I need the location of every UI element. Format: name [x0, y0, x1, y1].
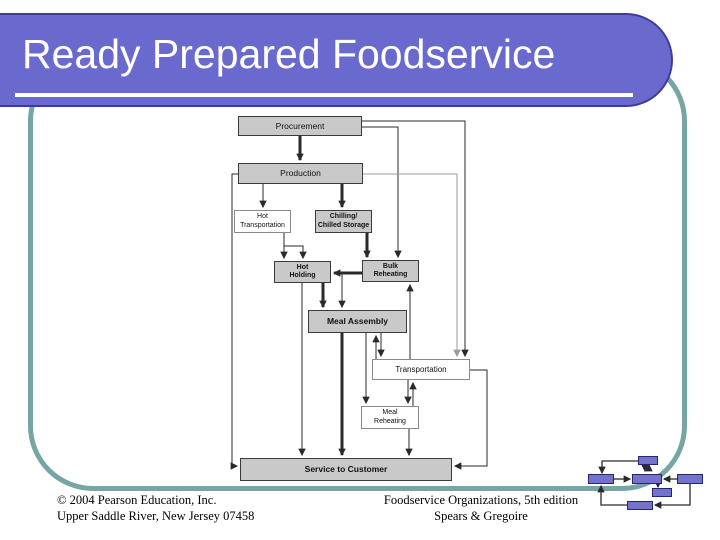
footer-copyright-line2: Upper Saddle River, New Jersey 07458	[57, 508, 255, 523]
flow-node-production: Production	[238, 163, 363, 184]
edge-production-to-service-to-customer	[230, 173, 239, 470]
logo-box-4	[652, 488, 672, 497]
flow-node-procurement: Procurement	[238, 116, 362, 136]
flow-node-service-to-customer: Service to Customer	[240, 458, 452, 481]
logo-connectors	[597, 460, 691, 509]
logo-box-3	[677, 474, 703, 484]
logo-edge-7	[597, 484, 627, 506]
logo-box-1	[588, 474, 614, 484]
footer-book-credit: Foodservice Organizations, 5th edition S…	[372, 493, 590, 524]
footer-copyright: © 2004 Pearson Education, Inc. Upper Sad…	[57, 493, 254, 524]
flowchart-connectors	[230, 120, 488, 470]
flow-node-chilling-chilled-storage: Chilling/Chilled Storage	[315, 210, 372, 233]
flow-node-meal-assembly: Meal Assembly	[308, 310, 407, 333]
footer-copyright-line1: © 2004 Pearson Education, Inc.	[57, 493, 217, 507]
logo-box-2	[632, 474, 662, 484]
edge-production-to-transportation	[363, 173, 461, 358]
logo-edge-6	[653, 484, 691, 509]
title-underline	[15, 93, 633, 97]
edge-transportation-to-service-to-customer	[453, 369, 488, 470]
edge-procurement-to-bulk-reheating	[362, 126, 402, 259]
edge-hot-transportation-to-hot-holding	[284, 245, 307, 260]
logo-box-0	[638, 456, 658, 465]
title-bar: Ready Prepared Foodservice	[0, 13, 673, 107]
slide-title: Ready Prepared Foodservice	[22, 30, 556, 77]
footer-book-title: Foodservice Organizations, 5th edition	[383, 493, 579, 507]
logo-edge-0	[598, 460, 638, 475]
edge-procurement-to-transportation	[362, 120, 469, 358]
logo-box-5	[627, 501, 653, 510]
flow-node-transportation: Transportation	[372, 359, 470, 380]
footer-book-authors: Spears & Gregoire	[434, 508, 528, 523]
